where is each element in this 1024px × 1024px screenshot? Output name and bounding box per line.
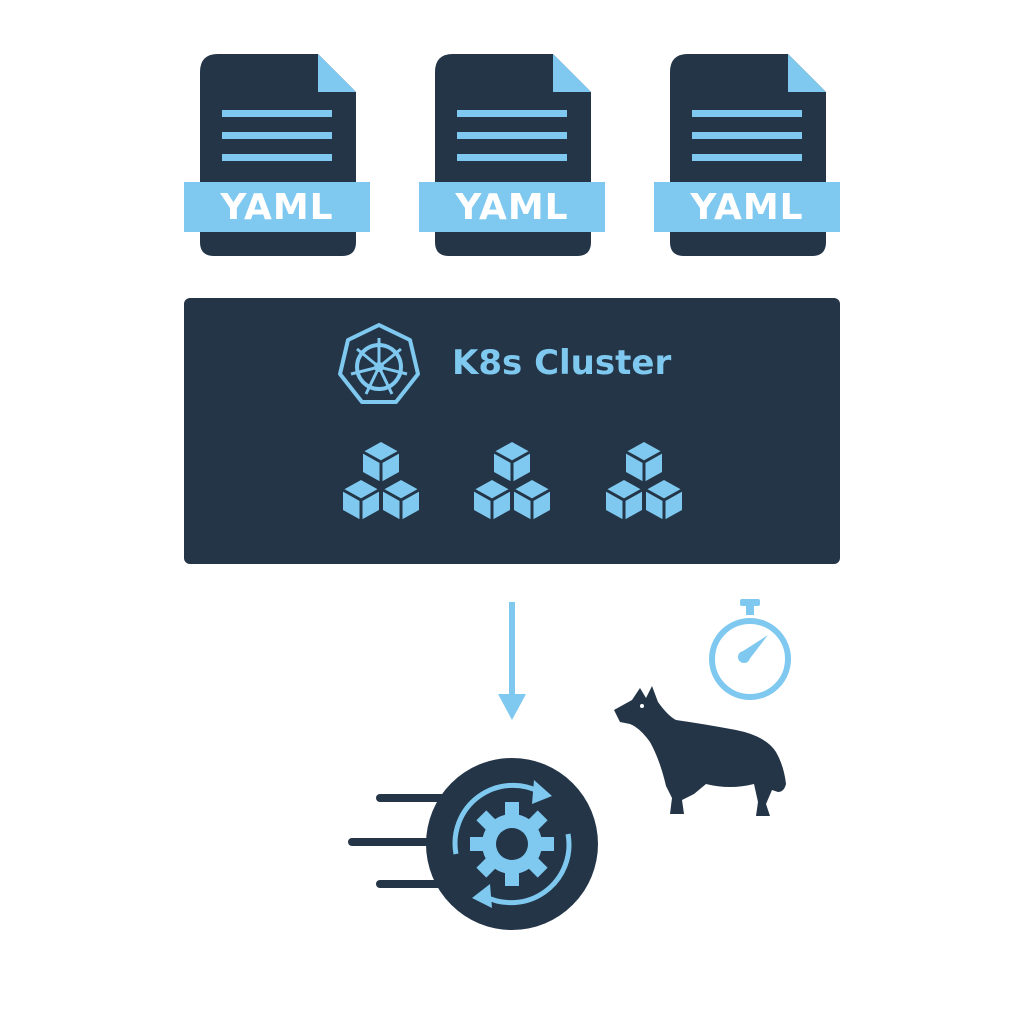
fast-moving-gear-icon [348, 758, 598, 930]
yaml-document-3: YAML [654, 54, 844, 259]
yaml-document-1: YAML [184, 54, 374, 259]
yaml-document-2: YAML [419, 54, 609, 259]
yaml-label: YAML [220, 187, 334, 228]
yaml-file-icon [184, 54, 370, 256]
wolf-icon [614, 686, 786, 816]
yaml-label: YAML [690, 187, 804, 228]
cubes-stack-icon [473, 442, 551, 520]
cubes-stack-icon [342, 442, 420, 520]
k8s-cluster-panel: K8s Cluster [184, 298, 840, 564]
yaml-file-icon [419, 54, 605, 256]
cubes-stack-icon [605, 442, 683, 520]
yaml-file-icon [654, 54, 840, 256]
arrow-down-icon [498, 602, 526, 720]
cluster-title: K8s Cluster [452, 343, 672, 383]
stopwatch-icon [709, 599, 791, 700]
kubernetes-helm-wheel-icon [338, 323, 420, 404]
yaml-label: YAML [455, 187, 569, 228]
